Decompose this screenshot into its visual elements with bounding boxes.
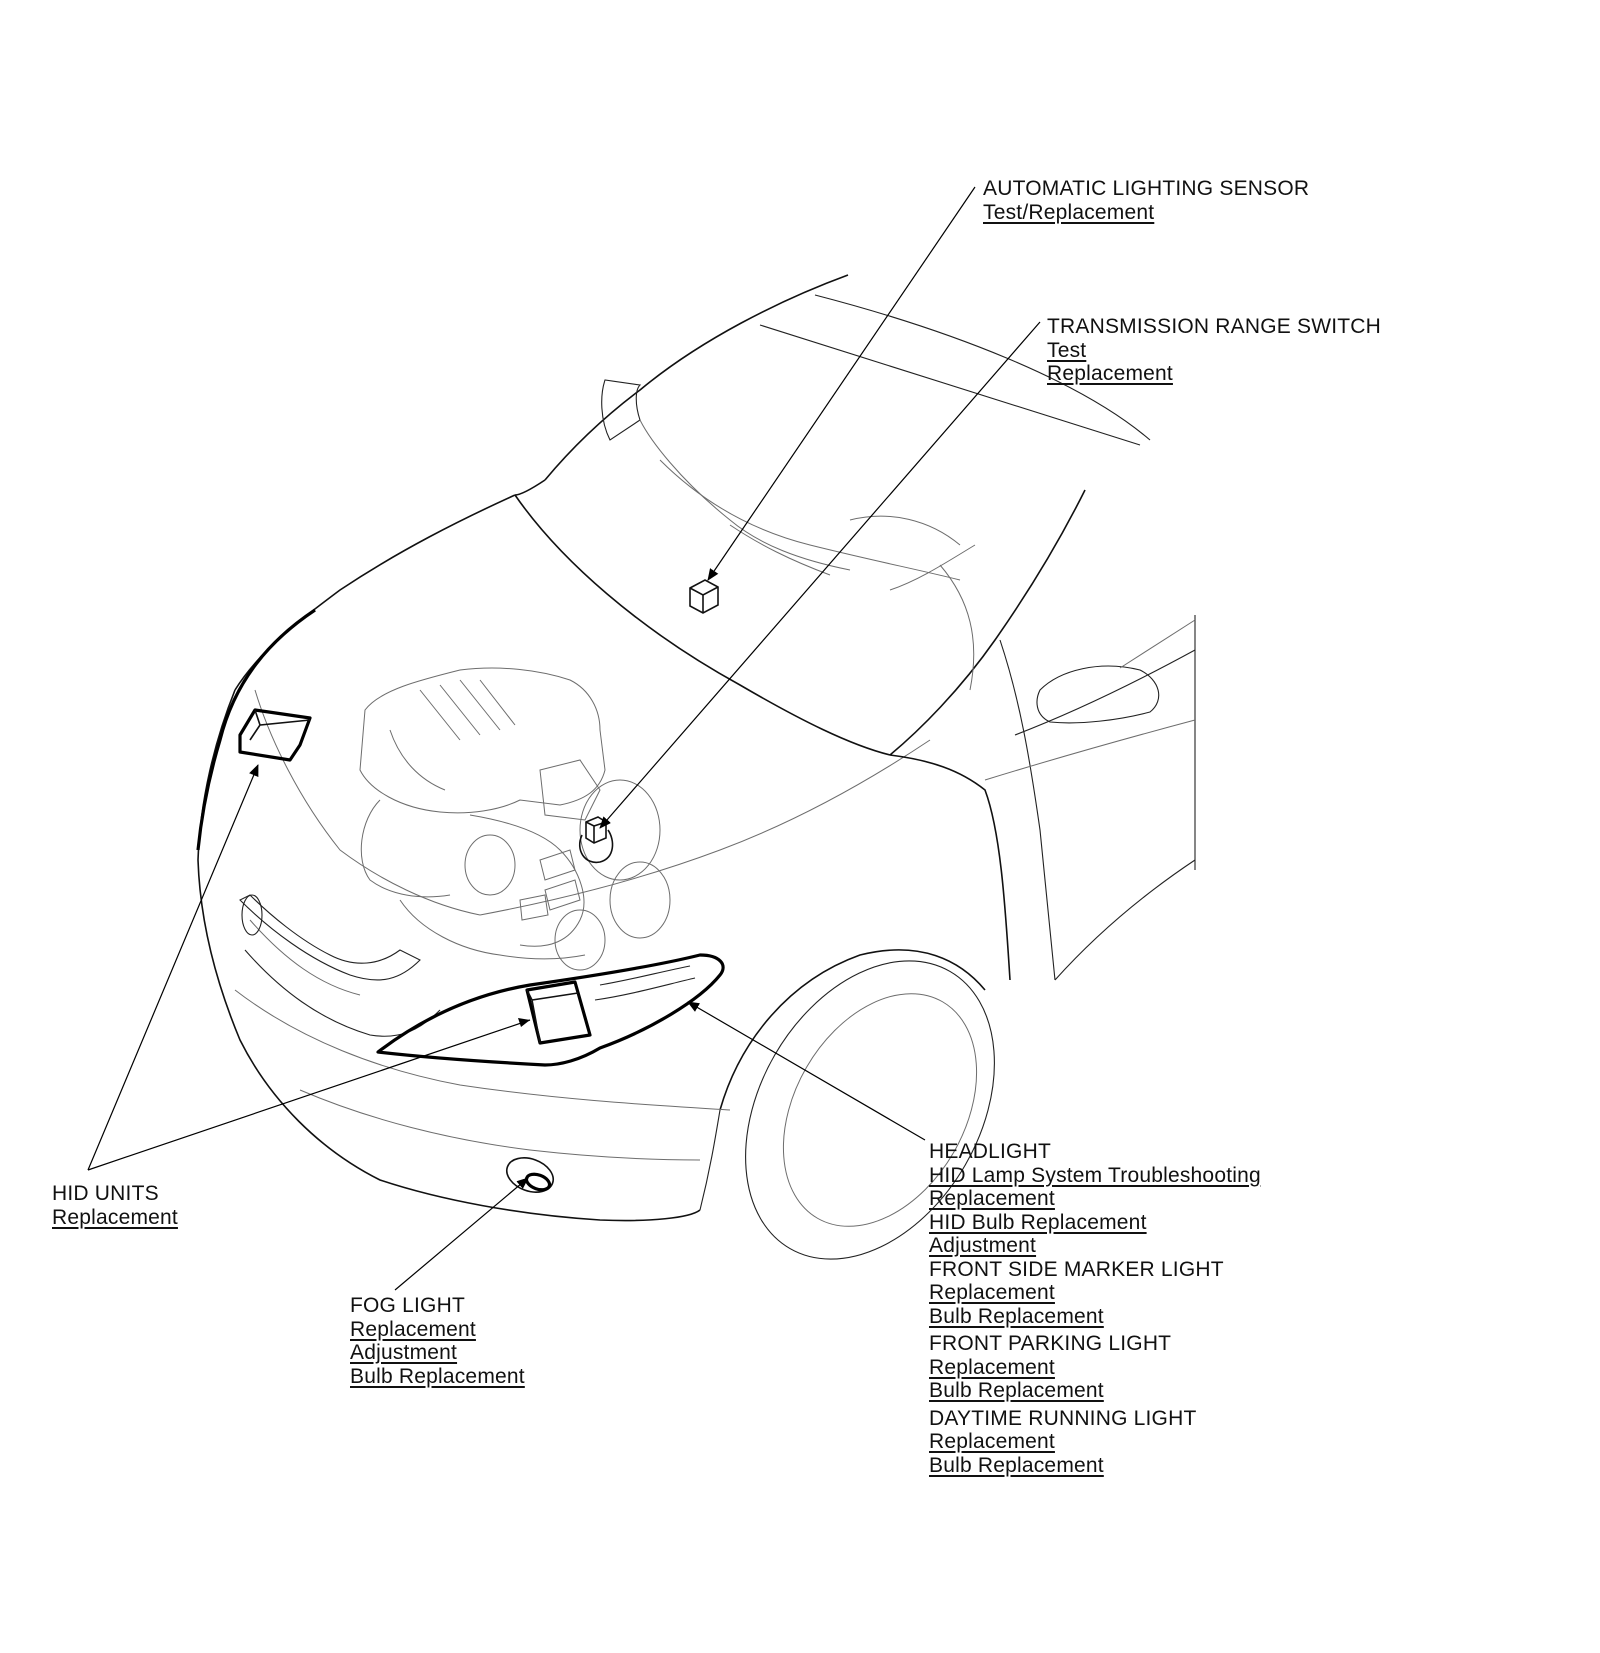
link-headlight-replacement[interactable]: Replacement bbox=[929, 1187, 1055, 1210]
link-front-side-marker-bulb-replacement[interactable]: Bulb Replacement bbox=[929, 1304, 1104, 1328]
link-automatic-lighting-sensor-test-replacement[interactable]: Test/Replacement bbox=[983, 200, 1155, 224]
link-headlight-hid-troubleshooting[interactable]: HID Lamp System Troubleshooting bbox=[929, 1163, 1261, 1187]
front-side-marker-light-title: FRONT SIDE MARKER LIGHT bbox=[929, 1257, 1224, 1281]
car-body-outline bbox=[196, 274, 1196, 1260]
link-headlight-hid-bulb-replacement[interactable]: HID Bulb Replacement bbox=[929, 1210, 1147, 1234]
callout-fog-light: FOG LIGHT Replacement Adjustment Bulb Re… bbox=[350, 1294, 525, 1388]
link-daytime-running-bulb-replacement[interactable]: Bulb Replacement bbox=[929, 1453, 1104, 1477]
transmission-range-switch-title: TRANSMISSION RANGE SWITCH bbox=[1047, 315, 1382, 338]
callout-headlight-group: HEADLIGHT HID Lamp System Troubleshootin… bbox=[929, 1140, 1261, 1477]
hid-unit-left-part bbox=[238, 708, 312, 762]
link-transmission-range-switch-test[interactable]: Test bbox=[1047, 338, 1087, 362]
link-fog-light-bulb-replacement[interactable]: Bulb Replacement bbox=[350, 1364, 525, 1388]
front-parking-light-title: FRONT PARKING LIGHT bbox=[929, 1332, 1172, 1355]
link-headlight-adjustment[interactable]: Adjustment bbox=[929, 1234, 1037, 1257]
hid-unit-right-part bbox=[525, 980, 592, 1045]
automatic-lighting-sensor-part bbox=[689, 579, 719, 614]
headlight-assembly-part bbox=[376, 953, 725, 1067]
headlight-title: HEADLIGHT bbox=[929, 1140, 1051, 1163]
link-fog-light-replacement[interactable]: Replacement bbox=[350, 1317, 476, 1341]
hid-units-title: HID UNITS bbox=[52, 1182, 159, 1205]
engine-illustration bbox=[359, 667, 671, 971]
callout-automatic-lighting-sensor: AUTOMATIC LIGHTING SENSOR Test/Replaceme… bbox=[983, 177, 1309, 224]
callout-transmission-range-switch: TRANSMISSION RANGE SWITCH Test Replaceme… bbox=[1047, 315, 1381, 386]
link-hid-units-replacement[interactable]: Replacement bbox=[52, 1205, 178, 1229]
fog-light-part bbox=[505, 1157, 555, 1193]
link-front-side-marker-replacement[interactable]: Replacement bbox=[929, 1281, 1055, 1304]
leader-lines bbox=[87, 186, 1041, 1291]
link-transmission-range-switch-replacement[interactable]: Replacement bbox=[1047, 362, 1173, 385]
callout-hid-units: HID UNITS Replacement bbox=[52, 1182, 178, 1229]
automatic-lighting-sensor-title: AUTOMATIC LIGHTING SENSOR bbox=[983, 177, 1310, 200]
daytime-running-light-title: DAYTIME RUNNING LIGHT bbox=[929, 1406, 1197, 1430]
link-front-parking-replacement[interactable]: Replacement bbox=[929, 1355, 1055, 1379]
link-front-parking-bulb-replacement[interactable]: Bulb Replacement bbox=[929, 1379, 1104, 1402]
link-fog-light-adjustment[interactable]: Adjustment bbox=[350, 1341, 458, 1364]
link-daytime-running-replacement[interactable]: Replacement bbox=[929, 1430, 1055, 1453]
fog-light-title: FOG LIGHT bbox=[350, 1294, 465, 1317]
transmission-range-switch-part bbox=[578, 816, 614, 864]
